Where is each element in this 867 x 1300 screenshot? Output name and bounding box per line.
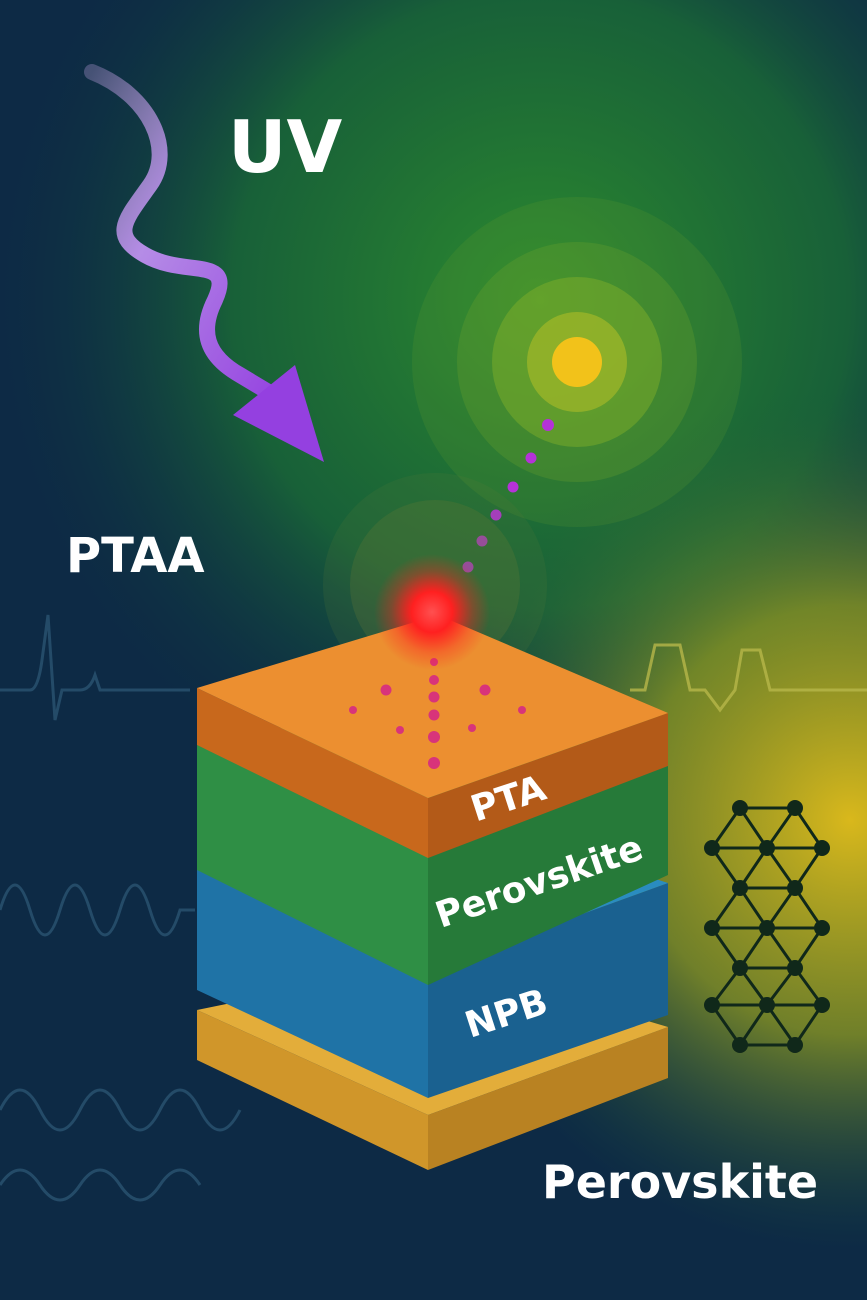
uv-wave-arrow-icon: [84, 64, 324, 462]
waveform-left-wave-2: [0, 1088, 242, 1132]
layer-pta-left-face: [197, 688, 428, 858]
layer-pta-right-face: [428, 713, 668, 858]
layer-base-right-face: [428, 1027, 668, 1170]
layer-npb-right-face: [428, 883, 668, 1098]
layer-npb-left-face: [197, 865, 428, 1098]
layer-base-left-face: [197, 1010, 428, 1170]
waveform-right-pulse: [630, 643, 867, 713]
waveform-left-wave-3: [0, 1168, 202, 1202]
molecular-lattice-icon: [704, 800, 830, 1053]
waveform-left-wave-1: [0, 883, 195, 937]
layer-perovskite-right-face: [428, 765, 668, 985]
layer-perovskite-left-face: [197, 745, 428, 985]
layer-pta-top-face: [197, 615, 668, 798]
waveform-left-pulse: [0, 614, 190, 721]
red-emission-glow-icon: [374, 554, 490, 670]
layer-pta: [197, 615, 668, 858]
layer-stack: [197, 615, 668, 1170]
waveform-lines: [0, 614, 867, 1202]
bottom-perovskite-label: Perovskite: [542, 1155, 818, 1209]
particle-trail: [462, 419, 554, 573]
yellow-emission-glow-icon: [412, 197, 742, 527]
ptaa-label: PTAA: [66, 528, 205, 584]
uv-label: UV: [228, 105, 342, 189]
